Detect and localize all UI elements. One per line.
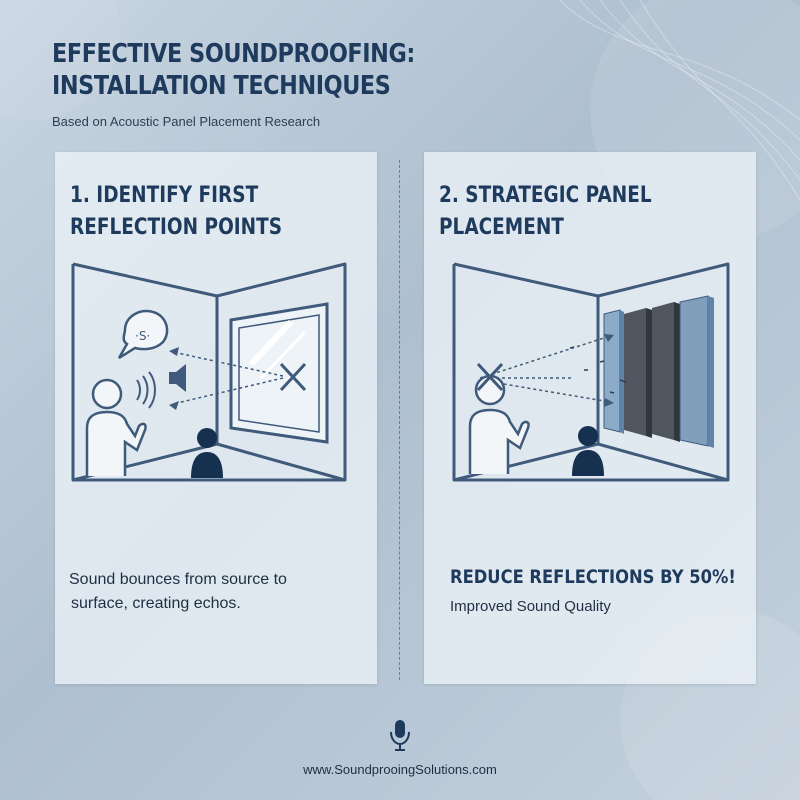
listener-icon bbox=[191, 428, 223, 478]
page-subtitle: Based on Acoustic Panel Placement Resear… bbox=[52, 114, 321, 129]
title-line-1: Effective Soundproofing: bbox=[52, 39, 415, 69]
acoustic-panels bbox=[603, 295, 714, 448]
panel-title-line-1: 2. Strategic Panel bbox=[439, 183, 652, 208]
divider bbox=[399, 160, 400, 680]
panel-title-line-1: 1. Identify First bbox=[70, 183, 259, 208]
svg-text:·S·: ·S· bbox=[135, 329, 150, 343]
person-icon bbox=[85, 378, 147, 476]
page-title: Effective Soundproofing: Installation Te… bbox=[52, 38, 415, 102]
footer-website: www.SoundprooingSolutions.com bbox=[303, 762, 497, 777]
panel-title: 2. Strategic Panel Placement bbox=[439, 180, 652, 244]
window-icon bbox=[229, 302, 329, 444]
listener-icon bbox=[572, 426, 604, 476]
sound-waves-icon bbox=[136, 371, 156, 409]
stat-caption: Improved Sound Quality bbox=[450, 598, 611, 615]
microphone-icon bbox=[390, 720, 410, 751]
description-line-2: surface, creating echos. bbox=[71, 595, 241, 612]
x-mark-icon bbox=[476, 362, 504, 392]
x-mark-icon bbox=[279, 362, 307, 392]
panel-title-line-2: Reflection Points bbox=[70, 215, 283, 240]
panel-strategic-placement: 2. Strategic Panel Placement bbox=[424, 152, 756, 684]
panel-identify-reflection-points: 1. Identify First Reflection Points bbox=[55, 152, 377, 684]
panel-placement-illustration bbox=[452, 262, 730, 482]
speech-bubble-icon: ·S· bbox=[117, 309, 169, 360]
description-line-1: Sound bounces from source to bbox=[69, 571, 287, 588]
panel-title-line-2: Placement bbox=[439, 215, 564, 240]
panel-title: 1. Identify First Reflection Points bbox=[70, 180, 282, 244]
reflection-illustration: ·S· bbox=[71, 262, 347, 482]
speaker-icon bbox=[169, 364, 186, 392]
reduction-stat: Reduce Reflections by 50%! bbox=[450, 566, 736, 588]
title-line-2: Installation Techniques bbox=[52, 71, 391, 101]
panel-description: Sound bounces from source to surface, cr… bbox=[69, 568, 287, 616]
